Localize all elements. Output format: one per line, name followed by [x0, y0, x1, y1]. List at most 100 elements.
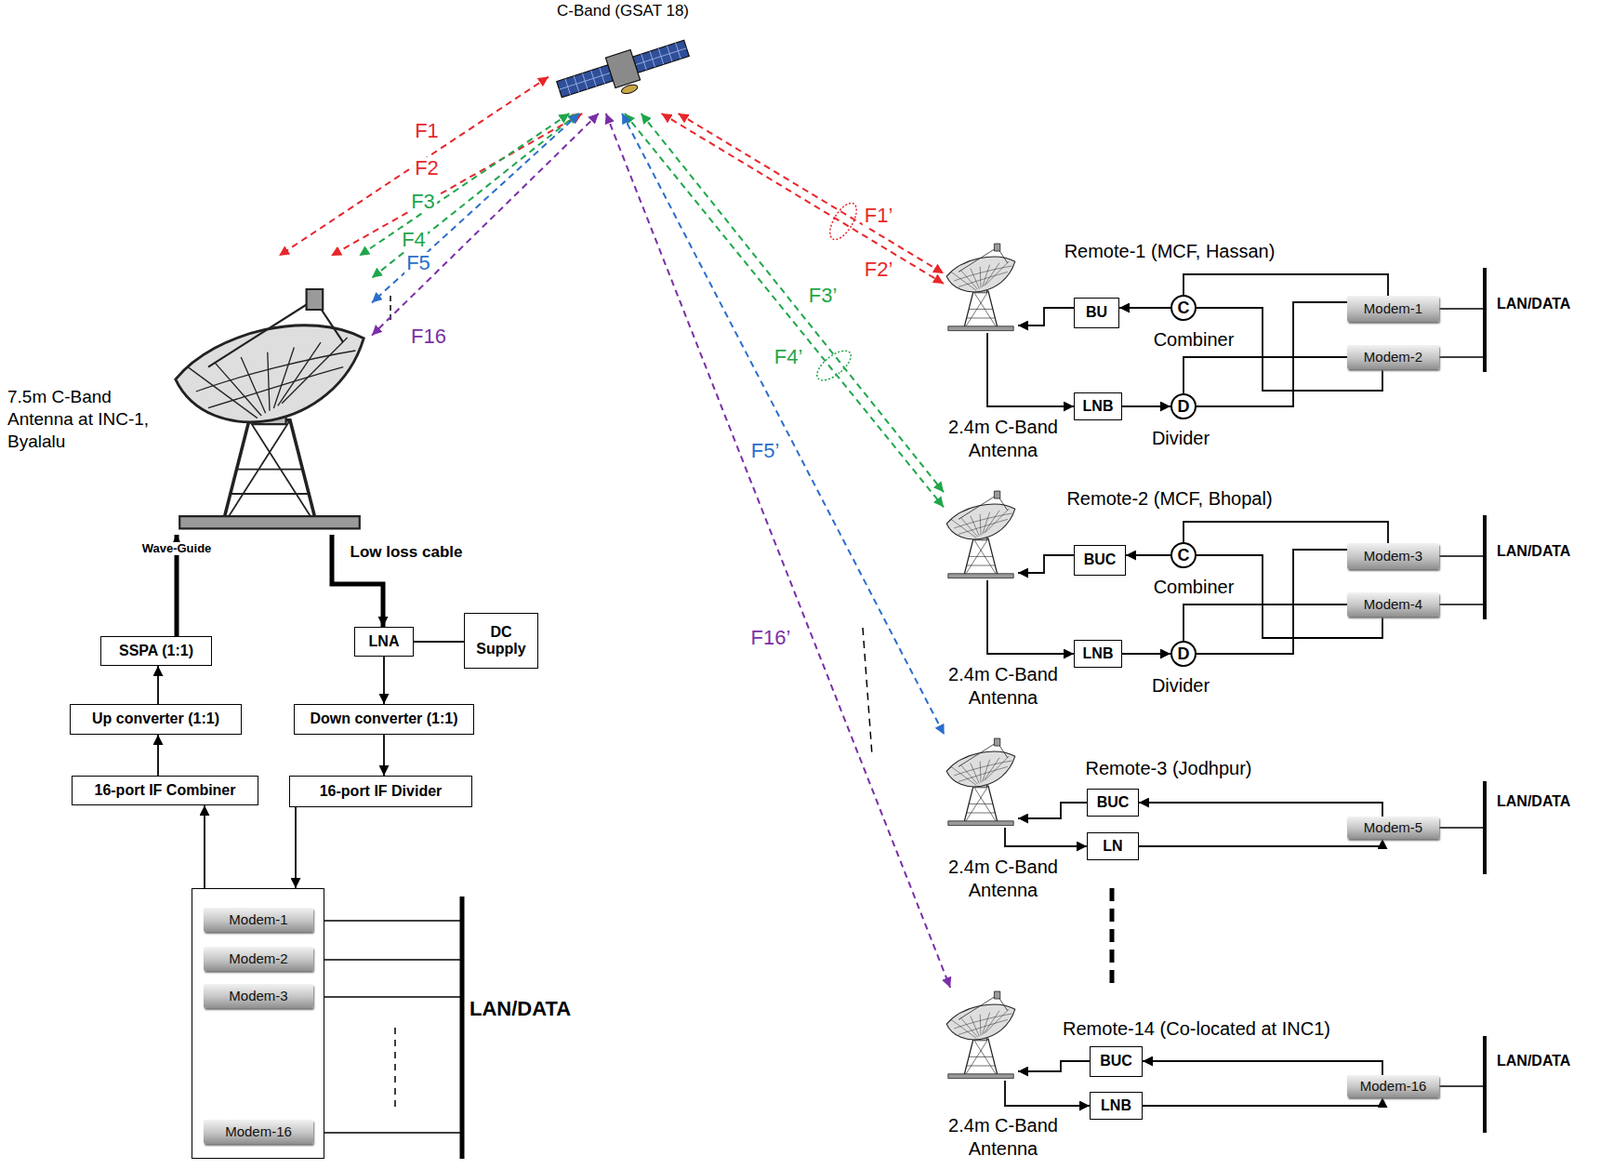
antenna-part	[982, 759, 991, 782]
node-text: Up converter (1:1)	[92, 710, 220, 728]
signal-line	[203, 805, 206, 888]
node-text: Modem-5	[1363, 819, 1423, 835]
signal-line	[1138, 838, 1383, 847]
signal-line	[1196, 549, 1348, 654]
node-text: Modem-3	[1363, 547, 1423, 564]
node-text: BUC	[1097, 793, 1130, 811]
antenna-part	[964, 290, 997, 327]
signal-line	[1018, 802, 1087, 819]
carrier-label: F16	[409, 325, 449, 348]
panel-cell	[559, 72, 611, 90]
antenna-part	[993, 490, 1000, 499]
carrier-label: F3’	[806, 284, 840, 307]
antenna-part	[993, 738, 1000, 746]
antenna-part	[948, 820, 1014, 826]
satellite-body	[605, 50, 640, 89]
carrier-link	[661, 113, 944, 284]
antenna-part	[281, 337, 347, 404]
antenna-part	[983, 1010, 1000, 1034]
lan-label: LAN/DATA	[1496, 793, 1571, 810]
site-heading: Remote-14 (Co-located at INC1)	[1062, 1018, 1331, 1040]
antenna-part	[982, 1012, 991, 1035]
antenna-part	[979, 514, 982, 536]
lan-label: LAN/DATA	[469, 996, 571, 1020]
node-text: C	[1177, 298, 1191, 318]
carrier-label: F4	[399, 228, 428, 252]
satellite-picture	[548, 24, 698, 114]
outside-label: 2.4m C-Band Antenna	[938, 662, 1069, 710]
antenna-icon: 2.4m C-Band Antenna	[943, 987, 1019, 1081]
signal-line	[157, 734, 159, 776]
rf-junction: DDivider	[1170, 640, 1197, 667]
signal-line	[1018, 307, 1074, 326]
satellite-icon: C-Band (GSAT 18)	[548, 1, 698, 114]
node-text: Modem-16	[1360, 1077, 1428, 1094]
antenna-icon: 2.4m C-Band Antenna	[943, 487, 1019, 581]
antenna-part	[970, 268, 980, 290]
rf-junction: DDivider	[1170, 393, 1197, 420]
signal-line	[987, 332, 1074, 407]
node-text: C	[1177, 545, 1191, 566]
carrier-label: F4’	[772, 345, 806, 369]
modem-unit: Modem-5	[1347, 816, 1440, 839]
node-text: BUC	[1084, 551, 1117, 569]
site-heading: Remote-1 (MCF, Hassan)	[1064, 240, 1276, 263]
equipment-box: Up converter (1:1)	[69, 703, 242, 735]
antenna-part	[965, 785, 996, 821]
antenna-part	[983, 263, 1000, 287]
modem-unit: Modem-16	[1347, 1074, 1440, 1098]
signal-line	[1196, 302, 1348, 407]
antenna-part	[179, 515, 360, 529]
antenna-part	[985, 261, 1010, 286]
node-text: Modem-1	[228, 911, 288, 927]
lan-wire	[1439, 356, 1485, 358]
antenna-icon: 2.4m C-Band Antenna	[943, 239, 1019, 333]
carrier-link	[624, 113, 944, 507]
carrier-link	[278, 77, 549, 256]
equipment-box: 16-port IF Combiner	[71, 775, 259, 806]
lan-bus	[1482, 515, 1487, 620]
antenna-part	[964, 785, 997, 821]
antenna-picture	[943, 987, 1019, 1081]
antenna-part	[983, 757, 1000, 781]
modem-rack: Modem-1Modem-2Modem-3Modem-16	[191, 887, 325, 1159]
antenna-part	[306, 289, 324, 310]
carrier-link	[371, 113, 580, 303]
node-text: LNB	[1083, 645, 1114, 662]
modem-unit: Modem-1	[1347, 295, 1440, 322]
carrier-label: F1’	[862, 204, 896, 227]
link-label: Wave-Guide	[140, 542, 214, 556]
solar-panel	[633, 39, 690, 73]
node-text: BU	[1085, 304, 1108, 321]
node-text: 16-port IF Combiner	[93, 781, 236, 799]
signal-line	[383, 734, 385, 776]
outside-label: 2.4m C-Band Antenna	[938, 415, 1069, 463]
antenna-part	[964, 538, 997, 574]
node-text: Modem-16	[224, 1123, 292, 1139]
signal-line	[294, 806, 297, 888]
outside-label: Combiner	[1137, 328, 1250, 352]
lan-label: LAN/DATA	[1496, 295, 1571, 313]
node-text: BUC	[1099, 1052, 1133, 1070]
lan-wire	[1439, 1084, 1485, 1087]
antenna-part	[946, 256, 1016, 292]
modem-unit: Modem-3	[203, 983, 314, 1008]
signal-line	[1138, 802, 1383, 817]
modem-unit: Modem-2	[1347, 344, 1440, 370]
lan-wire	[1439, 826, 1485, 829]
lan-label: LAN/DATA	[1496, 542, 1571, 560]
equipment-box: BU	[1073, 297, 1120, 329]
antenna-part	[946, 751, 1016, 787]
node-text: Down converter (1:1)	[309, 710, 458, 728]
carrier-label: F2’	[862, 258, 896, 281]
carrier-label: F16’	[749, 626, 794, 649]
rf-junction: CCombiner	[1170, 542, 1197, 569]
carrier-label: F5	[404, 251, 433, 275]
antenna-part	[946, 1004, 1016, 1040]
equipment-box: 16-port IF Divider	[289, 775, 473, 807]
lan-bus	[460, 896, 465, 1159]
antenna-picture	[943, 487, 1019, 581]
panel-cell	[634, 48, 687, 66]
antenna-part	[267, 352, 270, 411]
node-text: LN	[1102, 837, 1123, 855]
